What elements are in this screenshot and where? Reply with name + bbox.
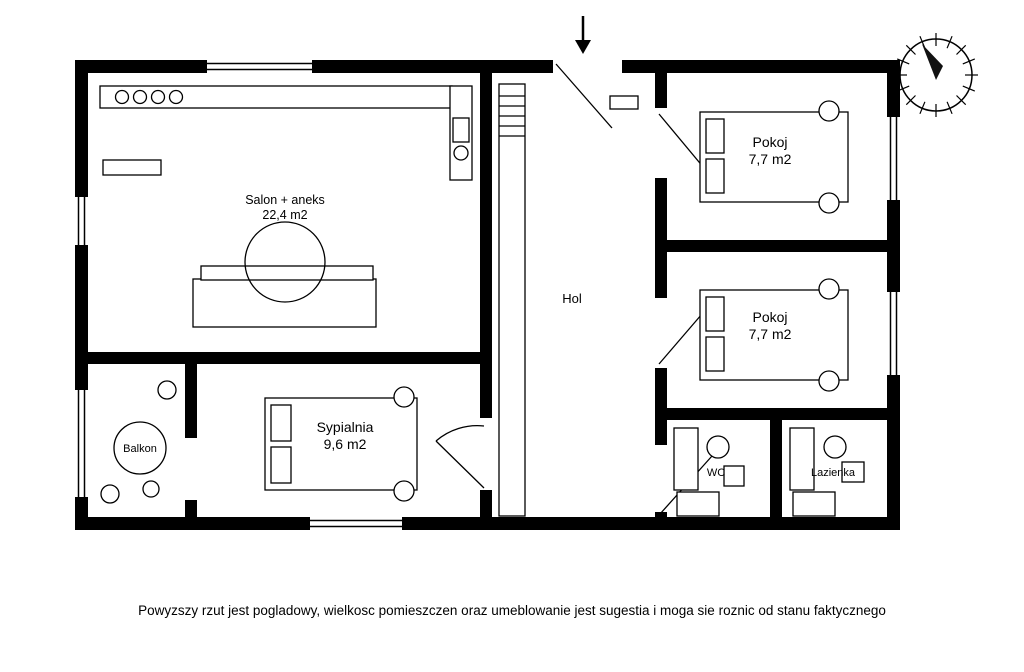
windows — [77, 62, 898, 528]
washer — [673, 427, 699, 491]
sypialnia-door-arc — [435, 424, 485, 442]
wc-fixtures — [673, 427, 745, 517]
cabinet — [841, 461, 865, 483]
pokoj1-furniture — [699, 100, 849, 214]
hob-burner — [132, 89, 148, 105]
compass-icon — [893, 33, 979, 118]
nightstand — [818, 192, 840, 214]
salon-area: 22,4 m2 — [262, 208, 307, 222]
pillow — [705, 336, 725, 372]
kitchen-sink — [453, 145, 469, 161]
balcony-chair — [142, 480, 160, 498]
hol-wardrobe — [498, 83, 526, 517]
pillow — [270, 446, 292, 484]
hob-burner — [150, 89, 166, 105]
round-table — [244, 221, 326, 303]
balcony-table — [113, 421, 167, 475]
pillow — [270, 404, 292, 442]
nightstand — [818, 370, 840, 392]
pokoj2-area: 7,7 m2 — [749, 326, 792, 342]
sypialnia-furniture — [264, 386, 418, 502]
entrance-arrow-icon — [575, 16, 591, 54]
wc-label: WC — [707, 467, 725, 479]
balcony-chair — [100, 484, 120, 504]
sypialnia-area: 9,6 m2 — [324, 436, 367, 452]
sofa-body — [192, 278, 377, 328]
balkon-label: Balkon — [123, 443, 157, 455]
hol-label: Hol — [562, 291, 582, 306]
cabinet — [723, 465, 745, 487]
hob-burner — [168, 89, 184, 105]
nightstand — [818, 278, 840, 300]
washer — [789, 427, 815, 491]
kitchen-counter — [99, 85, 453, 109]
hob-burner — [114, 89, 130, 105]
lazienka-label: Lazienka — [811, 467, 856, 479]
nightstand — [393, 480, 415, 502]
radiator — [102, 159, 162, 176]
nightstand — [818, 100, 840, 122]
pillow — [705, 158, 725, 194]
toilet — [792, 491, 836, 517]
pillow — [705, 296, 725, 332]
door-swings — [435, 63, 715, 515]
disclaimer-caption: Powyzszy rzut jest pogladowy, wielkosc p… — [138, 603, 886, 618]
washbasin — [823, 435, 847, 459]
pokoj2-label: Pokoj — [752, 309, 787, 325]
interior-walls — [88, 60, 900, 530]
entry-shelf — [609, 95, 639, 110]
nightstand — [393, 386, 415, 408]
washbasin — [706, 435, 730, 459]
pokoj2-furniture — [699, 278, 849, 392]
sypialnia-door-leaf — [435, 440, 485, 489]
salon-label: Salon + aneks — [245, 193, 325, 207]
toilet — [676, 491, 720, 517]
bed — [699, 289, 849, 381]
sypialnia-label: Sypialnia — [317, 419, 374, 435]
balkon-furniture — [100, 380, 177, 504]
balcony-chair — [157, 380, 177, 400]
sofa-back — [200, 265, 374, 281]
pillow — [705, 118, 725, 154]
lazienka-fixtures — [789, 427, 865, 517]
pokoj1-label: Pokoj — [752, 134, 787, 150]
salon-furniture — [99, 85, 473, 328]
kitchen-column-detail — [452, 117, 470, 143]
entrance-door-leaf — [555, 63, 613, 129]
pokoj1-area: 7,7 m2 — [749, 151, 792, 167]
bed — [699, 111, 849, 203]
compass-needle — [922, 44, 943, 80]
